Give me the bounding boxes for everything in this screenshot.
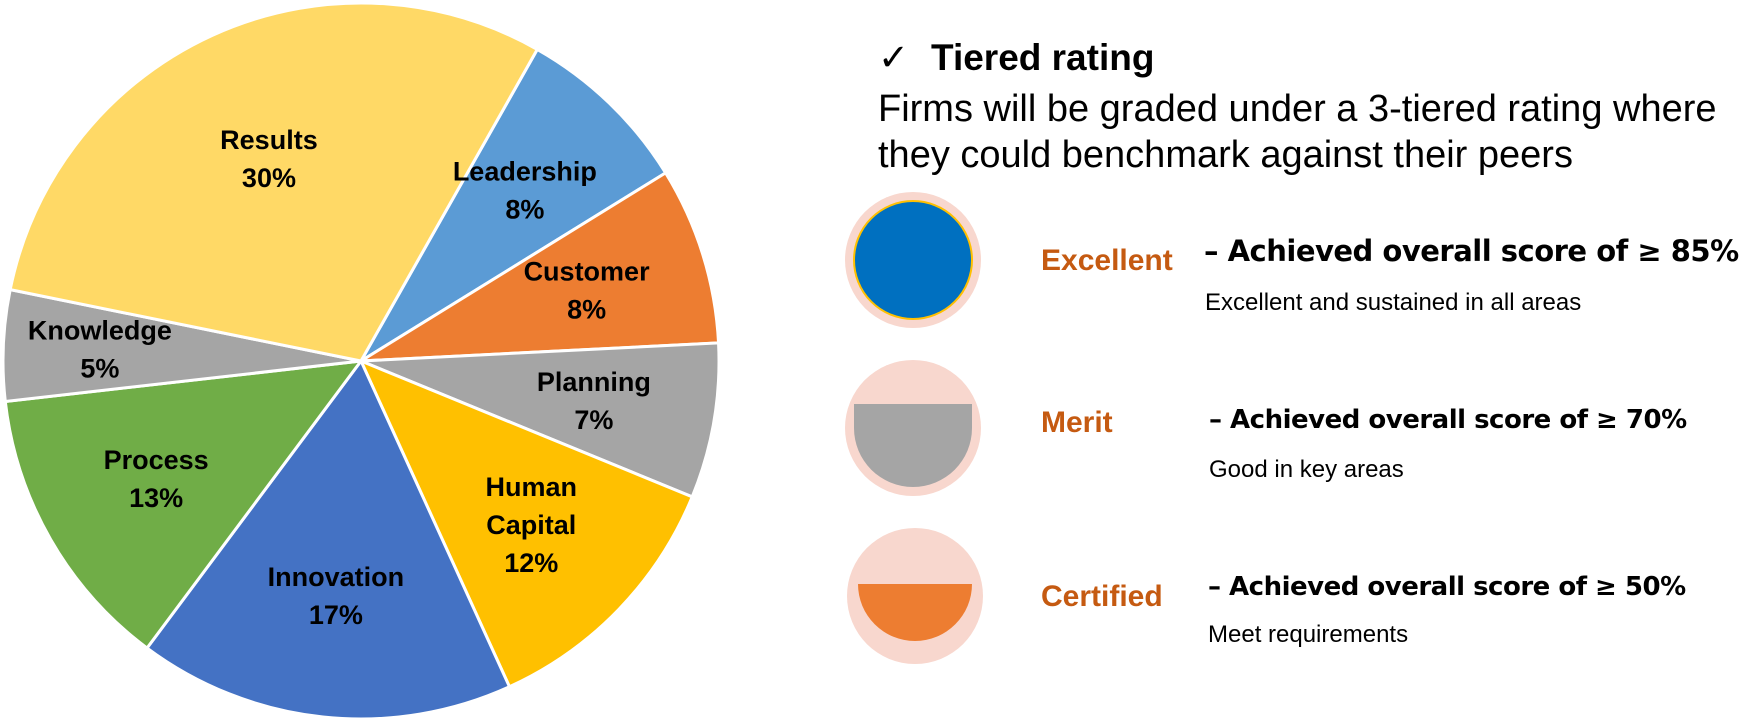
rating-heading: ✓ Tiered rating [878, 36, 1154, 79]
merit-badge-icon [845, 360, 981, 496]
tier-criterion-merit: – Achieved overall score of ≥ 70% [1209, 405, 1687, 435]
pie-slice-process [3, 359, 365, 651]
badge-fill [854, 404, 972, 487]
slice-value-label: 30% [242, 163, 296, 193]
slice-category-label: Capital [486, 510, 576, 540]
tier-criterion-excellent: – Achieved overall score of ≥ 85% [1204, 234, 1739, 268]
pie-slice-innovation [144, 358, 512, 721]
pie-slice-results [8, 1, 540, 363]
slice-category-label: Leadership [453, 157, 597, 187]
certified-badge-icon [847, 528, 983, 664]
pie-slice-planning [360, 341, 721, 499]
slice-value-label: 12% [504, 548, 558, 578]
pie-slice-leadership [359, 47, 668, 363]
slice-value-label: 8% [505, 195, 544, 225]
pie-slice-customer [360, 170, 721, 363]
checkmark-icon: ✓ [878, 37, 910, 78]
slice-category-label: Customer [524, 257, 651, 287]
slice-category-label: Innovation [268, 562, 405, 592]
tier-name-excellent: Excellent [1041, 244, 1173, 277]
tier-criterion-certified: – Achieved overall score of ≥ 50% [1208, 572, 1686, 602]
rating-description: Firms will be graded under a 3-tiered ra… [878, 88, 1717, 176]
slice-value-label: 7% [574, 405, 613, 435]
tier-subtitle-merit: Good in key areas [1209, 456, 1404, 483]
badge-fill [858, 584, 972, 641]
tier-name-certified: Certified [1041, 580, 1163, 613]
tier-subtitle-certified: Meet requirements [1208, 621, 1409, 648]
tier-name-merit: Merit [1041, 406, 1113, 439]
slice-value-label: 17% [309, 600, 363, 630]
rating-title: Tiered rating [931, 37, 1155, 78]
slice-category-label: Knowledge [28, 316, 172, 346]
excellent-badge-icon [845, 192, 981, 328]
slice-category-label: Process [104, 445, 209, 475]
pie-slice-human-capital [358, 358, 695, 689]
slice-category-label: Results [220, 125, 318, 155]
badge-fill [853, 200, 973, 320]
slice-value-label: 13% [129, 483, 183, 513]
slice-value-label: 5% [80, 354, 119, 384]
tier-subtitle-excellent: Excellent and sustained in all areas [1205, 289, 1582, 316]
slice-category-label: Human [485, 472, 577, 502]
pie-chart: Leadership 8% Customer 8% Planning 7% HumanCap… [1, 1, 721, 721]
slice-category-label: Planning [537, 367, 651, 397]
slice-value-label: 8% [567, 295, 606, 325]
